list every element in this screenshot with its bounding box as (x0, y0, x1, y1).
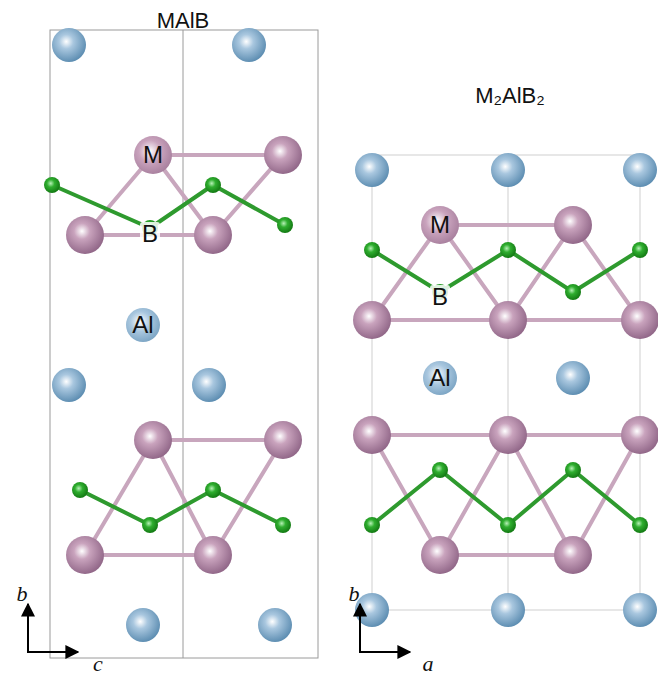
b-atom (364, 242, 380, 258)
b-atom (565, 284, 581, 300)
m-atom (134, 421, 172, 459)
b-atom (500, 517, 516, 533)
b-atom (275, 517, 291, 533)
m-atom (194, 536, 232, 574)
al-atom (491, 593, 525, 627)
b-atom (632, 517, 648, 533)
al-atom (556, 361, 590, 395)
axis-arrow (359, 604, 361, 652)
unit-cell (50, 30, 318, 658)
m-atom: M (421, 206, 459, 244)
axis-arrow (27, 604, 29, 652)
m-atom (264, 136, 302, 174)
b-atom (565, 462, 581, 478)
al-atom (491, 153, 525, 187)
m-m-bond (153, 153, 283, 157)
m-atom (554, 206, 592, 244)
boron-chain (80, 490, 283, 525)
m-atom (66, 216, 104, 254)
m-atom (621, 301, 658, 339)
m-atom: M (134, 136, 172, 174)
atom-label: B (430, 285, 450, 309)
m-atom (621, 416, 658, 454)
al-atom (126, 608, 160, 642)
atom-label: B (140, 222, 160, 246)
m-m-bond (213, 440, 283, 555)
al-atom (355, 153, 389, 187)
axis-arrow (359, 651, 410, 653)
b-atom (277, 217, 293, 233)
atom-label: Al (132, 313, 153, 337)
m-atom (489, 416, 527, 454)
atom-label: M (143, 143, 163, 167)
al-atom: Al (126, 308, 160, 342)
b-atom (205, 482, 221, 498)
axis-label: c (93, 653, 103, 675)
al-atom: Al (423, 361, 457, 395)
al-atom (192, 368, 226, 402)
b-atom (72, 482, 88, 498)
b-atom (364, 517, 380, 533)
m-atom (66, 536, 104, 574)
atom-label: M (430, 213, 450, 237)
m-m-bond (440, 223, 573, 227)
al-atom (623, 593, 657, 627)
m-atom (353, 301, 391, 339)
b-atom (205, 177, 221, 193)
m-atom (264, 421, 302, 459)
panel-title: M₂AlB₂ (475, 85, 545, 107)
m-atom (194, 216, 232, 254)
al-atom (232, 28, 266, 62)
axis-arrow (27, 651, 78, 653)
al-atom (623, 153, 657, 187)
unit-cell (372, 155, 640, 610)
axis-label: b (349, 583, 360, 605)
m-m-bond (85, 553, 213, 557)
panel-title: MAlB (157, 10, 210, 32)
m-m-bond (440, 553, 573, 557)
cell-line (183, 30, 184, 658)
axis-label: b (17, 583, 28, 605)
b-atom (500, 242, 516, 258)
b-atom (432, 462, 448, 478)
al-atom (258, 608, 292, 642)
m-atom (353, 416, 391, 454)
m-atom (489, 301, 527, 339)
b-atom (44, 177, 60, 193)
al-atom (52, 368, 86, 402)
m-atom (554, 536, 592, 574)
axes (27, 604, 410, 652)
b-atom (142, 517, 158, 533)
b-atom (632, 242, 648, 258)
m-atom (421, 536, 459, 574)
atom-label: Al (429, 366, 450, 390)
boron-chain (372, 470, 640, 525)
al-atom (52, 28, 86, 62)
m-m-bond (153, 438, 283, 442)
m-m-bond (153, 440, 213, 555)
axis-label: a (423, 653, 434, 675)
